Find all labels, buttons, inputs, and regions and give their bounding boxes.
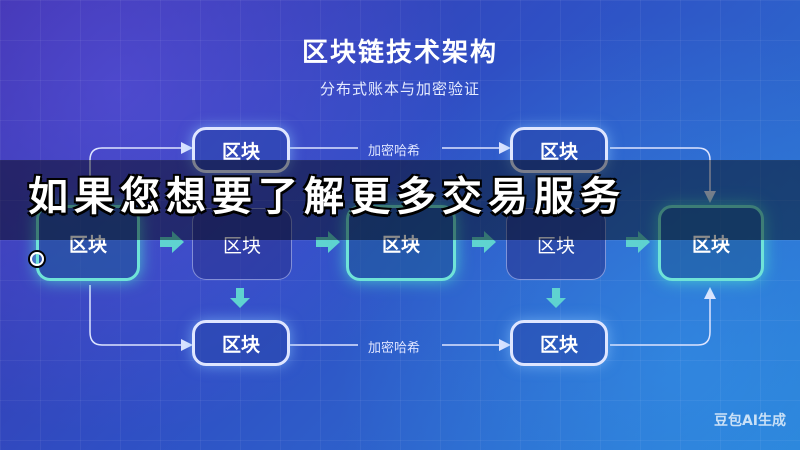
block-top-right: 区块 xyxy=(510,127,608,173)
block-top-left: 区块 xyxy=(192,127,290,173)
hash-label-top: 加密哈希 xyxy=(368,144,421,159)
right-upper-curve xyxy=(610,147,716,203)
block-middle-1: 区块 xyxy=(36,205,140,281)
right-lower-curve xyxy=(610,287,716,346)
vertical-arrows xyxy=(230,288,566,308)
block-middle-2: 区块 xyxy=(192,208,292,280)
block-middle-4: 区块 xyxy=(506,208,606,280)
block-bottom-right: 区块 xyxy=(510,320,608,366)
diagram-title: 区块链技术架构 xyxy=(301,38,498,68)
hash-label-bottom: 加密哈希 xyxy=(368,341,421,356)
diagram-subtitle: 分布式账本与加密验证 xyxy=(319,80,480,98)
caption-text: 如果您想要了解更多交易服务 xyxy=(28,174,626,220)
block-bottom-left: 区块 xyxy=(192,320,290,366)
caption-banner xyxy=(0,160,800,240)
left-lower-curve xyxy=(89,285,193,351)
block-middle-5: 区块 xyxy=(658,205,764,281)
middle-row-arrows xyxy=(160,231,650,253)
left-upper-curve xyxy=(89,142,193,205)
watermark: 豆包AI生成 xyxy=(713,413,786,429)
caption-trailing-mark: 。 xyxy=(30,252,44,266)
block-middle-3: 区块 xyxy=(346,205,456,281)
